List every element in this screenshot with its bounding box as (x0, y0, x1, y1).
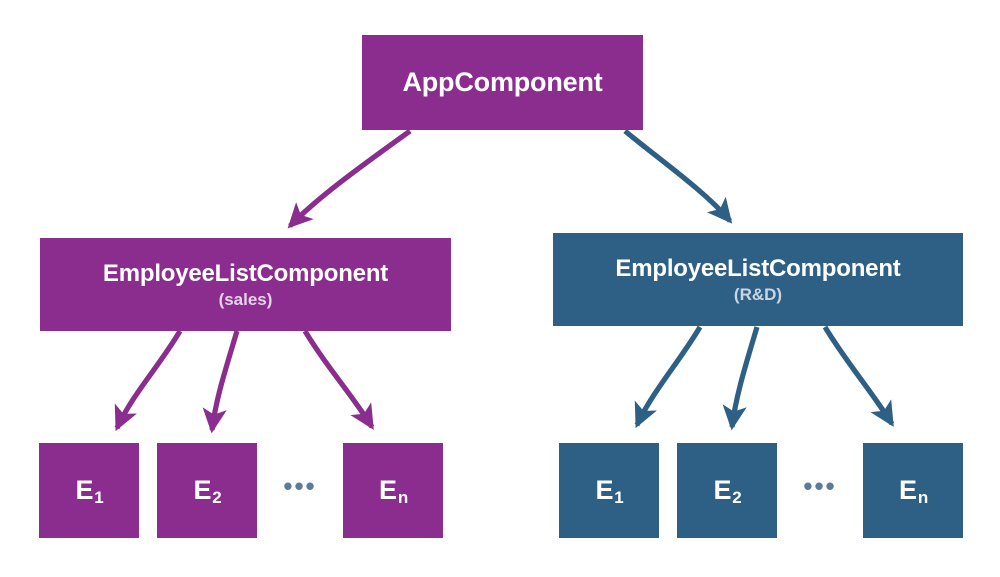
node-employee-list-rnd[interactable]: EmployeeListComponent (R&D) (553, 233, 963, 326)
node-app-component[interactable]: AppComponent (362, 35, 643, 130)
rnd-leaves-ellipsis: ••• (803, 471, 837, 501)
node-sales-employee-2-label: E2 (193, 474, 222, 507)
node-sales-employee-n[interactable]: En (343, 443, 443, 538)
node-sales-employee-n-label: En (379, 474, 408, 507)
edge-sales-to-e2 (202, 330, 240, 434)
edge-sales-to-en (302, 329, 375, 430)
node-app-component-label: AppComponent (402, 66, 603, 97)
node-rnd-employee-2-label: E2 (713, 474, 742, 507)
edge-rnd-to-en (822, 325, 895, 427)
edge-rnd-to-e2 (722, 326, 760, 431)
node-rnd-employee-1[interactable]: E1 (559, 443, 659, 538)
node-rnd-employee-n-label: En (899, 474, 928, 507)
node-employee-list-sales-label: EmployeeListComponent (102, 259, 389, 287)
node-sales-employee-1-label: E1 (75, 474, 104, 507)
node-employee-list-sales[interactable]: EmployeeListComponent (sales) (40, 238, 451, 331)
node-sales-employee-2[interactable]: E2 (157, 443, 257, 538)
edge-app-to-rnd (623, 128, 733, 224)
node-employee-list-sales-sublabel: (sales) (218, 290, 273, 310)
node-rnd-employee-2[interactable]: E2 (677, 443, 777, 538)
node-rnd-employee-n[interactable]: En (863, 443, 963, 538)
node-rnd-employee-1-label: E1 (595, 474, 624, 507)
edge-rnd-to-e1 (634, 325, 703, 429)
edge-sales-to-e1 (114, 329, 183, 432)
sales-leaves-ellipsis: ••• (283, 471, 317, 501)
node-employee-list-rnd-label: EmployeeListComponent (615, 254, 901, 282)
edge-app-to-sales (287, 128, 412, 229)
node-employee-list-rnd-sublabel: (R&D) (733, 285, 783, 305)
node-sales-employee-1[interactable]: E1 (39, 443, 139, 538)
